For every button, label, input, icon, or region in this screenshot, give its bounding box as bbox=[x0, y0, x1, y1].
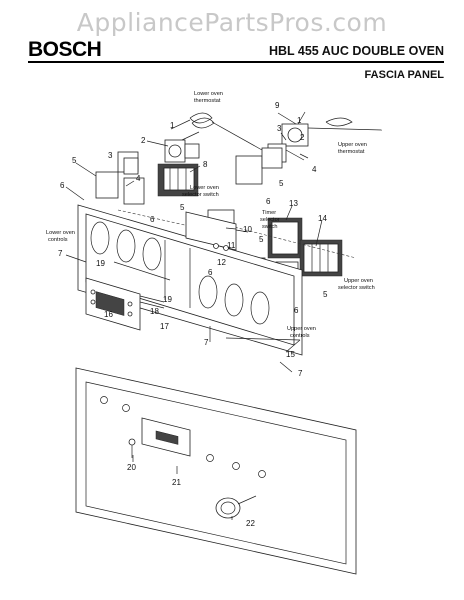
label-timer-switch: Timer bbox=[262, 210, 276, 216]
model-title: HBL 455 AUC DOUBLE OVEN bbox=[268, 44, 444, 58]
label-upper-selector: selector switch bbox=[338, 285, 375, 291]
timer-module bbox=[85, 261, 171, 331]
callout-8: 8 bbox=[203, 160, 208, 169]
leader-lines bbox=[65, 112, 323, 520]
callout-7: 7 bbox=[204, 338, 209, 347]
brand-logo: BOSCH bbox=[28, 38, 102, 61]
callout-6: 6 bbox=[60, 181, 65, 190]
part-labels: Lower oven thermostat Upper oven thermos… bbox=[46, 91, 375, 339]
callout-13: 13 bbox=[289, 199, 298, 208]
label-upper-controls: controls bbox=[290, 333, 310, 339]
label-lower-thermostat: Lower oven bbox=[194, 91, 223, 97]
label-upper-thermostat: thermostat bbox=[338, 149, 365, 155]
label-timer-switch: switch bbox=[262, 224, 278, 230]
callout-21: 21 bbox=[172, 478, 181, 487]
callout-9: 9 bbox=[275, 101, 280, 110]
callout-19: 19 bbox=[163, 295, 172, 304]
upper-oven-thermostat bbox=[267, 111, 383, 163]
callout-22: 22 bbox=[246, 519, 255, 528]
label-upper-controls: Upper oven bbox=[287, 326, 316, 332]
callout-7: 7 bbox=[58, 249, 63, 258]
fascia-screw bbox=[128, 438, 136, 458]
callout-5: 5 bbox=[259, 235, 264, 244]
callout-12: 12 bbox=[217, 258, 226, 267]
callout-4: 4 bbox=[136, 174, 141, 183]
callout-5: 5 bbox=[279, 179, 284, 188]
watermark: AppliancePartsPros.com bbox=[76, 8, 388, 37]
control-knob bbox=[215, 495, 257, 519]
left-switch-assembly bbox=[95, 151, 199, 229]
callout-3: 3 bbox=[277, 124, 282, 133]
callout-6: 6 bbox=[150, 215, 155, 224]
callout-14: 14 bbox=[318, 214, 327, 223]
callout-20: 20 bbox=[127, 463, 136, 472]
callout-16: 16 bbox=[104, 310, 113, 319]
callout-2: 2 bbox=[141, 136, 146, 145]
label-lower-selector: selector switch bbox=[182, 192, 219, 198]
callout-3: 3 bbox=[108, 151, 113, 160]
section-title: FASCIA PANEL bbox=[364, 69, 444, 81]
callout-19: 19 bbox=[96, 259, 105, 268]
callout-11: 11 bbox=[227, 241, 236, 250]
label-lower-thermostat: thermostat bbox=[194, 98, 221, 104]
callout-7: 7 bbox=[298, 369, 303, 378]
callout-5: 5 bbox=[72, 156, 77, 165]
callout-numbers: 1 2 3 5 4 8 6 5 6 9 3 1 2 4 5 6 10 11 12… bbox=[58, 101, 328, 528]
callout-18: 18 bbox=[150, 307, 159, 316]
control-board bbox=[185, 211, 249, 251]
lower-oven-thermostat bbox=[164, 112, 263, 163]
label-upper-thermostat: Upper oven bbox=[338, 142, 367, 148]
callout-6: 6 bbox=[208, 268, 213, 277]
label-lower-controls: controls bbox=[48, 237, 68, 243]
callout-5: 5 bbox=[323, 290, 328, 299]
right-switch-assembly bbox=[207, 147, 357, 293]
callout-6: 6 bbox=[294, 306, 299, 315]
callout-6: 6 bbox=[266, 197, 271, 206]
callout-15: 15 bbox=[286, 350, 295, 359]
callout-17: 17 bbox=[160, 322, 169, 331]
label-lower-selector: Lower oven bbox=[190, 185, 219, 191]
header-rule bbox=[28, 61, 444, 63]
callout-5: 5 bbox=[180, 203, 185, 212]
label-upper-selector: Upper oven bbox=[344, 278, 373, 284]
label-lower-controls: Lower oven bbox=[46, 230, 75, 236]
callout-4: 4 bbox=[312, 165, 317, 174]
callout-2: 2 bbox=[300, 133, 305, 142]
label-timer-switch: selector bbox=[260, 217, 280, 223]
front-fascia-panel bbox=[75, 367, 357, 575]
callout-1: 1 bbox=[170, 121, 175, 130]
callout-1: 1 bbox=[297, 116, 302, 125]
callout-10: 10 bbox=[243, 225, 252, 234]
